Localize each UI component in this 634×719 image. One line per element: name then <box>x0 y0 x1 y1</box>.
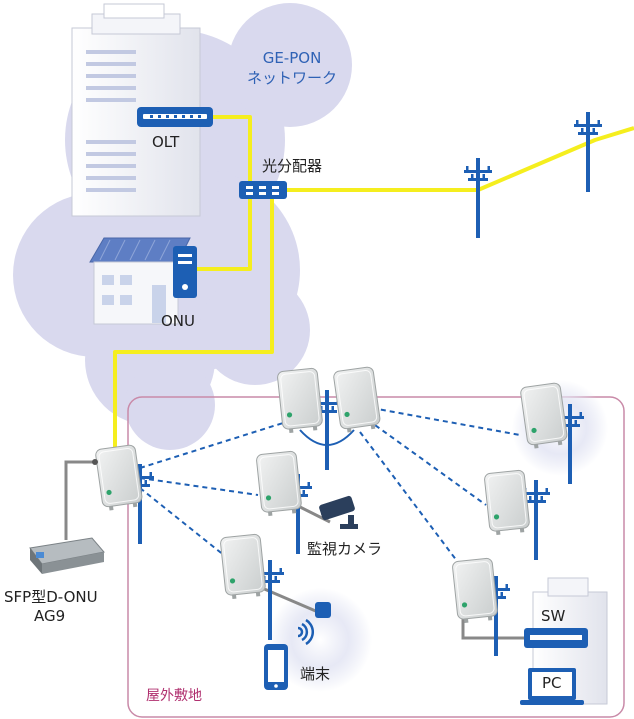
terminal-label: 端末 <box>300 665 331 683</box>
olt-device-icon <box>137 107 213 127</box>
fiber-optic-lines <box>113 115 634 452</box>
access-point-icon <box>451 557 499 625</box>
wireless-links <box>139 407 521 566</box>
sfp-label-line1: SFP型D-ONU <box>4 588 98 606</box>
onu-label: ONU <box>161 312 196 330</box>
access-point-icon <box>255 450 303 518</box>
camera-label: 監視カメラ <box>307 540 383 558</box>
optical-splitter-icon <box>239 181 287 199</box>
sw-label: SW <box>541 607 566 625</box>
outdoor-area-label: 屋外敷地 <box>146 688 202 704</box>
access-point-icon <box>332 365 382 434</box>
sfp-label-line2: AG9 <box>34 607 66 625</box>
access-point-icon <box>483 469 531 537</box>
olt-label: OLT <box>152 133 180 151</box>
onu-device-icon <box>173 246 197 298</box>
switch-icon <box>524 628 588 648</box>
sfp-module-icon <box>29 459 105 574</box>
access-point-icon <box>219 533 267 601</box>
pc-label: PC <box>542 674 562 692</box>
access-point-icon <box>276 367 324 435</box>
security-camera-icon <box>319 495 358 529</box>
ap-cable <box>299 429 355 446</box>
access-point-icon <box>94 443 144 512</box>
coverage-halo <box>268 588 372 692</box>
splitter-label: 光分配器 <box>262 157 323 175</box>
utility-pole-icon <box>574 112 602 192</box>
laptop-icon <box>520 668 584 705</box>
house-icon <box>89 237 191 325</box>
terminal-node-icon <box>315 602 331 618</box>
wifi-signal-icon <box>297 618 315 646</box>
access-point-icon <box>519 381 569 450</box>
network-label-line2: ネットワーク <box>246 69 337 87</box>
smartphone-icon <box>264 644 288 690</box>
utility-pole-icon <box>464 158 492 238</box>
network-label-line1: GE-PON <box>262 49 322 67</box>
